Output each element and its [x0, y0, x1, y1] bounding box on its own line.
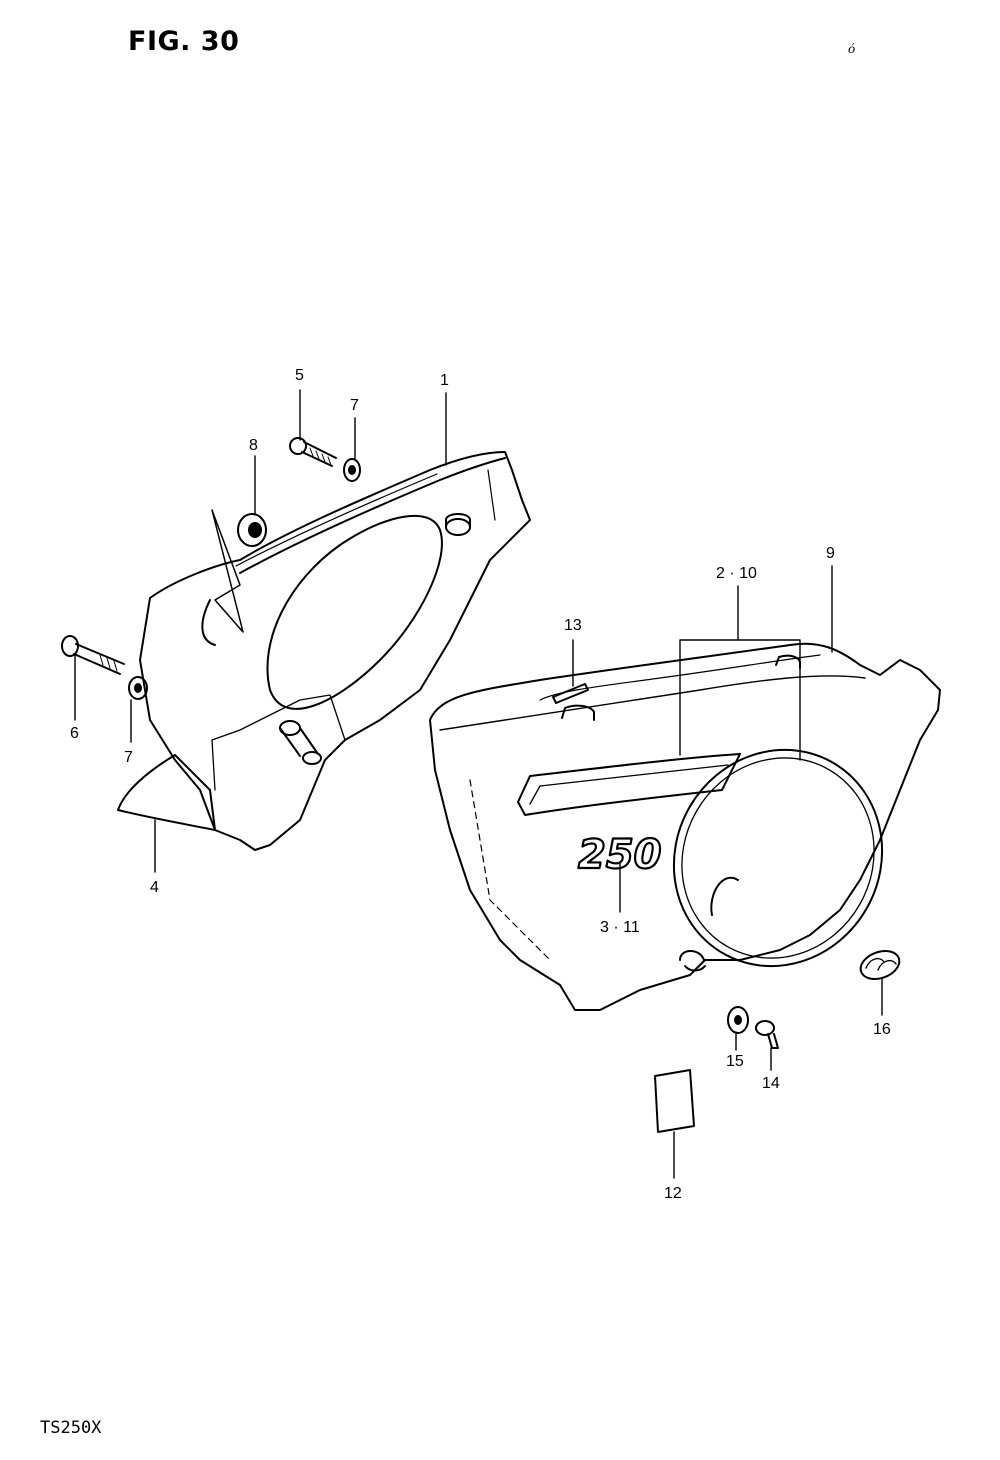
part-label: 2 · 10 — [716, 565, 757, 582]
left-cover-flap — [117, 754, 216, 831]
part-label: 6 — [70, 725, 79, 742]
part-label: 8 — [249, 437, 258, 454]
part-label: 4 — [150, 879, 159, 896]
part-label: 16 — [873, 1021, 891, 1038]
leader-lines — [74, 389, 883, 1179]
grommet-8 — [237, 513, 267, 547]
clip-13 — [552, 683, 589, 704]
pointer-8 — [211, 509, 244, 633]
screw-14 — [755, 1020, 779, 1049]
part-label: 7 — [350, 397, 359, 414]
right-frame-cover — [429, 642, 941, 1011]
part-label: 13 — [564, 617, 582, 634]
part-label: 5 — [295, 367, 304, 384]
figure-title: FIG. 30 — [128, 26, 240, 57]
model-code: TS250X — [40, 1418, 102, 1438]
bolt-5 — [289, 437, 337, 467]
emblem-16 — [859, 949, 901, 981]
corner-mark: ó — [848, 42, 856, 56]
part-labels: 1 5 7 8 6 7 4 13 2 · 10 9 3 · 11 15 14 1… — [70, 367, 891, 1202]
washer-15 — [727, 1006, 749, 1034]
washer-7-upper — [343, 458, 361, 482]
part-label: 12 — [664, 1185, 682, 1202]
part-label: 15 — [726, 1053, 744, 1070]
left-frame-cover — [139, 451, 531, 851]
part-label: 1 — [440, 372, 449, 389]
part-label: 14 — [762, 1075, 780, 1092]
part-label: 9 — [826, 545, 835, 562]
part-label: 7 — [124, 749, 133, 766]
bolt-6 — [61, 635, 125, 675]
label-12 — [654, 1069, 695, 1133]
washer-7-lower — [128, 676, 148, 700]
part-label: 3 · 11 — [600, 919, 640, 936]
